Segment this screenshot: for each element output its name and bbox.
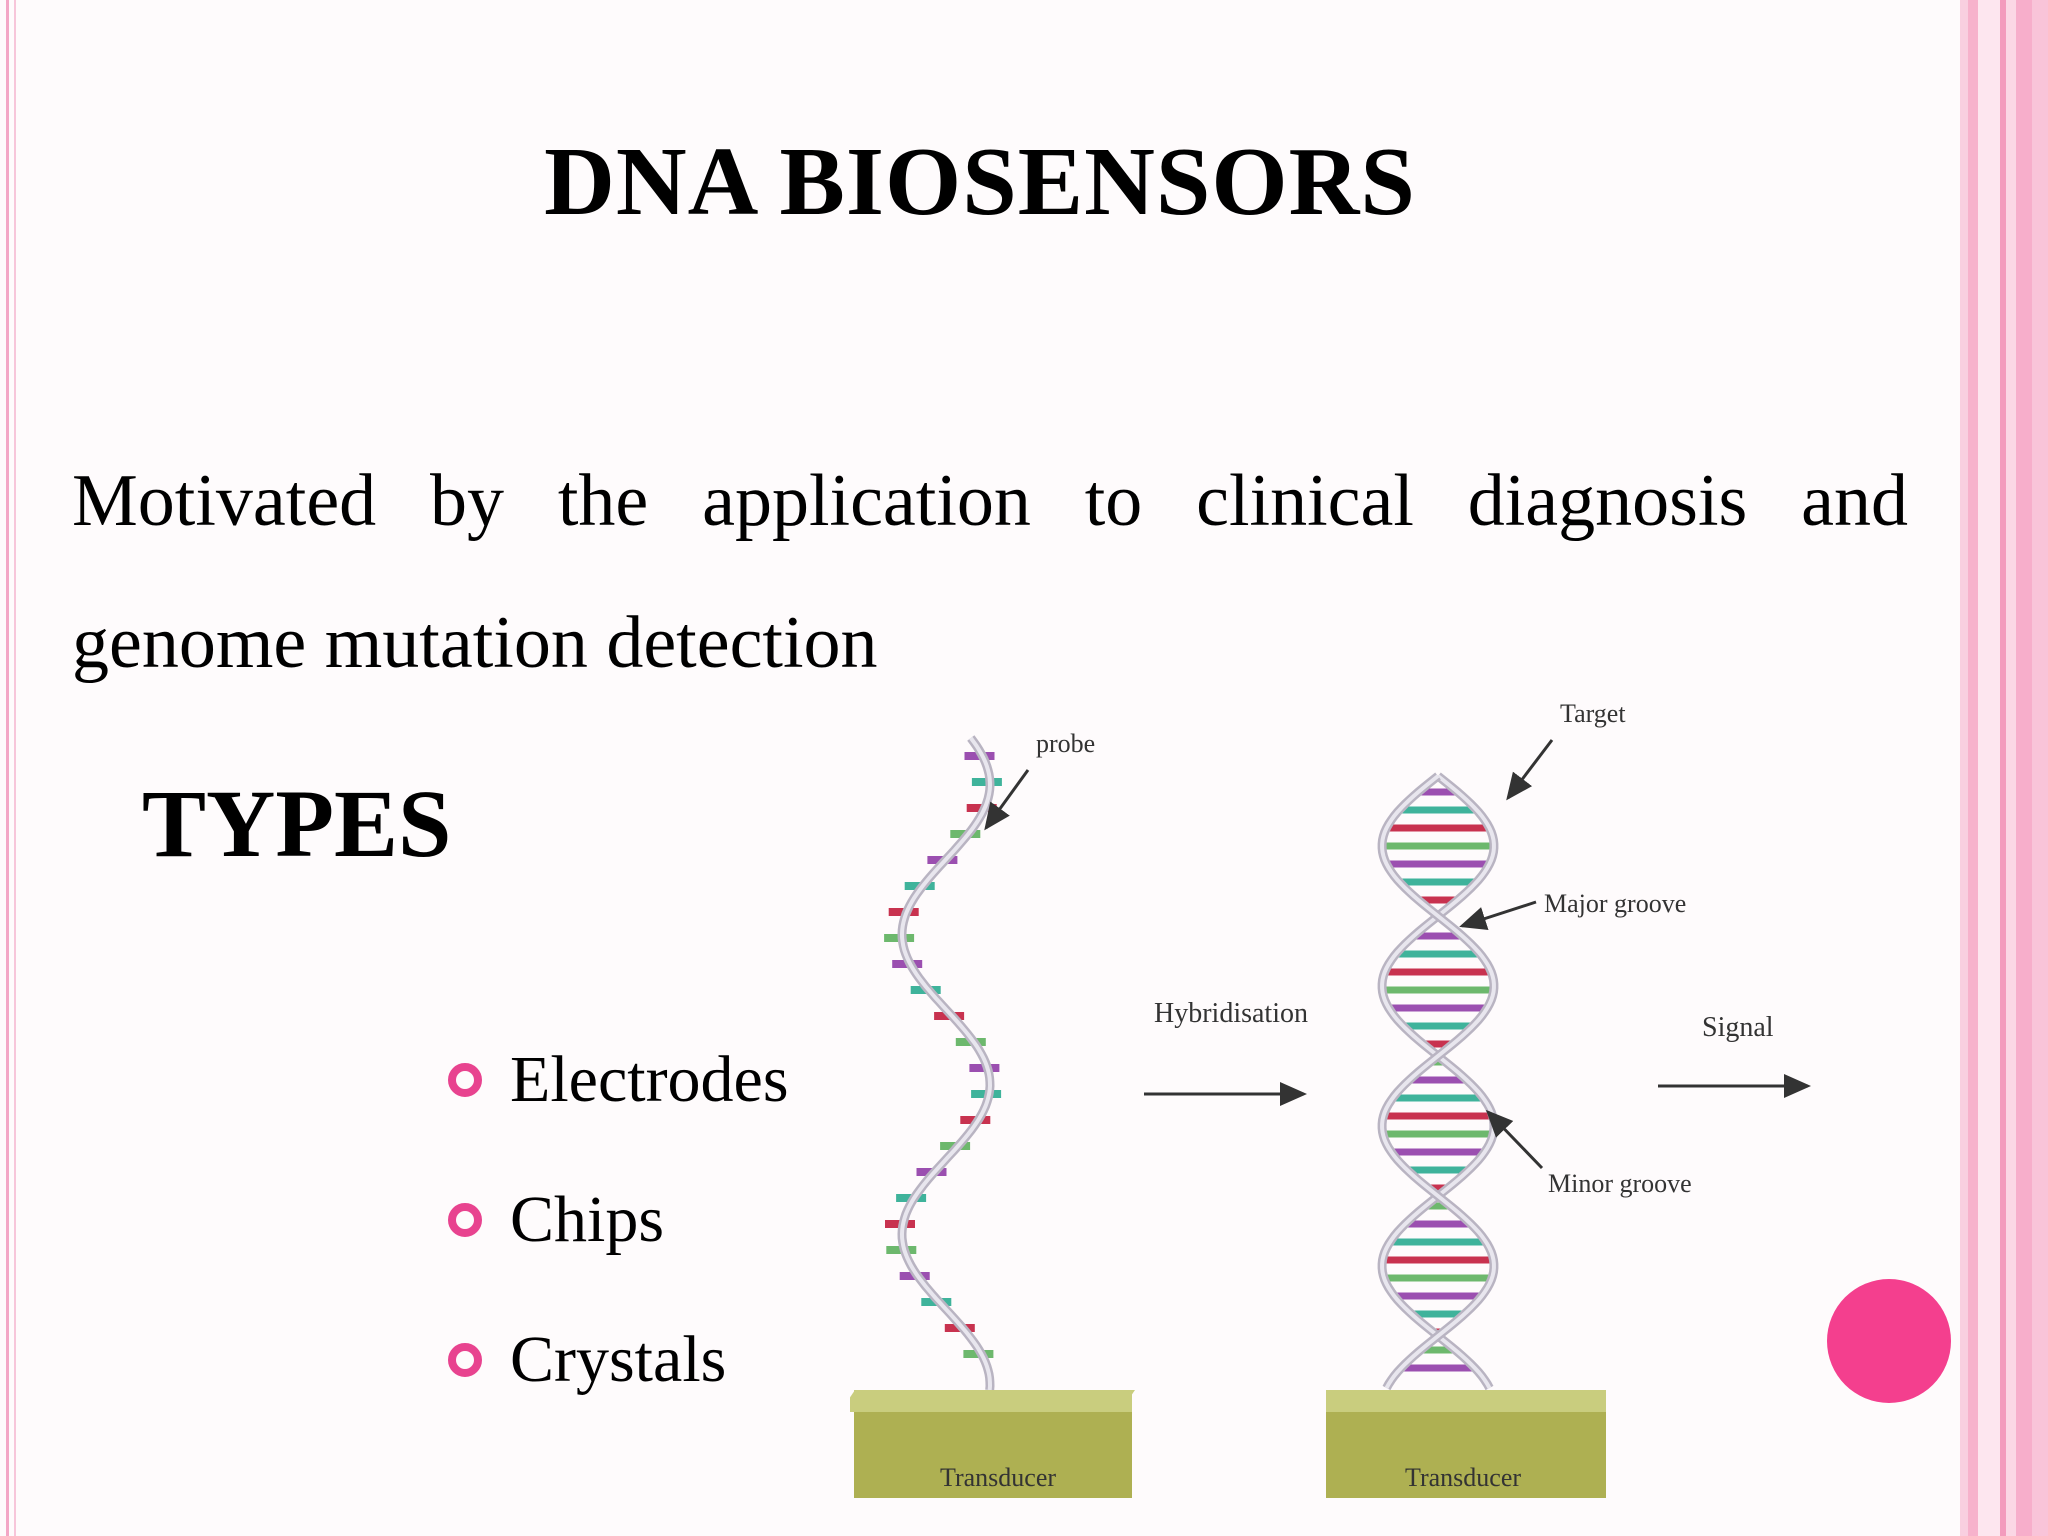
helix-strand-highlight [1380,774,1496,1389]
intro-text: Motivated by the application to clinical… [72,460,1908,684]
helix-strand-highlight [1380,774,1496,1389]
right-border-stripe [2006,0,2016,1536]
transducer-front [1326,1398,1606,1498]
transducer-left: Transducer [850,1390,1135,1498]
transducer-right: Transducer [1326,1390,1606,1498]
minor-groove-label: Minor groove [1548,1169,1692,1198]
types-heading: TYPES [142,770,452,877]
hybridisation-label: Hybridisation [1154,998,1308,1029]
left-border-line [14,0,16,1536]
major-groove-pointer-arrow [1459,900,1537,931]
list-item-label: Crystals [510,1323,727,1396]
helix-bases [1382,788,1494,1372]
target-pointer-arrow [1506,739,1554,801]
minor-groove-pointer-arrow [1485,1109,1544,1170]
decorative-dot [1827,1279,1951,1403]
list-item: Electrodes [448,1010,789,1150]
dna-hybridisation-diagram: Transducer Transducer probe Target Major… [850,699,1811,1498]
transducer-top-face [1326,1390,1606,1412]
target-label: Target [1560,699,1626,728]
right-border-stripe [1968,0,1978,1536]
slide [0,0,1960,1536]
list-item: Chips [448,1150,789,1290]
transducer-label: Transducer [940,1463,1056,1492]
right-border-stripe [2000,0,2006,1536]
probe-strand-group [884,735,1002,1391]
probe-strand-highlight [899,736,993,1391]
right-border-stripe [2016,0,2032,1536]
probe-label: probe [1036,729,1095,758]
slide-title: DNA BIOSENSORS [544,128,1416,236]
list-item-label: Chips [510,1183,665,1256]
list-item-label: Electrodes [510,1043,789,1116]
double-helix-group [1377,772,1499,1391]
ring-bullet-icon [448,1203,482,1237]
probe-pointer-arrow [984,769,1030,831]
transducer-top-face [854,1390,1132,1412]
ring-bullet-icon [448,1063,482,1097]
left-border-line [6,0,9,1536]
transducer-label: Transducer [1405,1463,1521,1492]
right-border-stripe [2032,0,2048,1536]
types-list: Electrodes Chips Crystals [448,1010,789,1430]
right-border-stripe [1960,0,1968,1536]
list-item: Crystals [448,1290,789,1430]
transducer-front [854,1398,1132,1498]
major-groove-label: Major groove [1544,889,1686,918]
ring-bullet-icon [448,1343,482,1377]
signal-label: Signal [1702,1012,1774,1043]
right-border-stripe [1978,0,2000,1536]
